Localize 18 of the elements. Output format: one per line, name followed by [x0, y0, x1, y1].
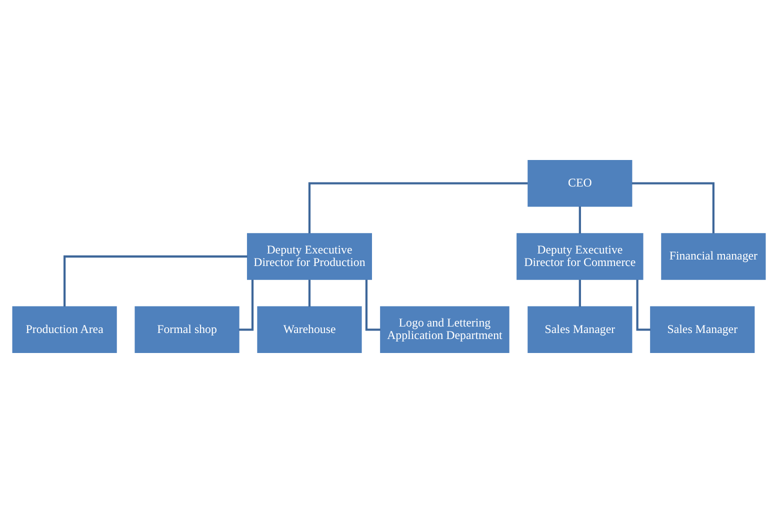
connector	[308, 182, 528, 233]
connector	[578, 206, 581, 234]
node-box: Deputy Executive Director for Commerce	[516, 232, 644, 280]
connector	[308, 279, 311, 306]
connector	[578, 279, 581, 306]
node-box: Sales Manager	[528, 306, 632, 353]
node-box: Formal shop	[134, 306, 240, 353]
node-box: Logo and Lettering Application Department	[380, 306, 510, 353]
connector	[632, 182, 714, 233]
connector	[64, 254, 248, 306]
node-box: Warehouse	[257, 306, 362, 353]
node-box: Deputy Executive Director for Production	[246, 232, 372, 280]
connector	[636, 279, 650, 330]
node-box: Financial manager	[661, 232, 766, 280]
node-box: Production Area	[12, 306, 117, 353]
node-box: Sales Manager	[650, 306, 755, 353]
connector	[238, 279, 254, 330]
node-box: CEO	[528, 159, 632, 206]
